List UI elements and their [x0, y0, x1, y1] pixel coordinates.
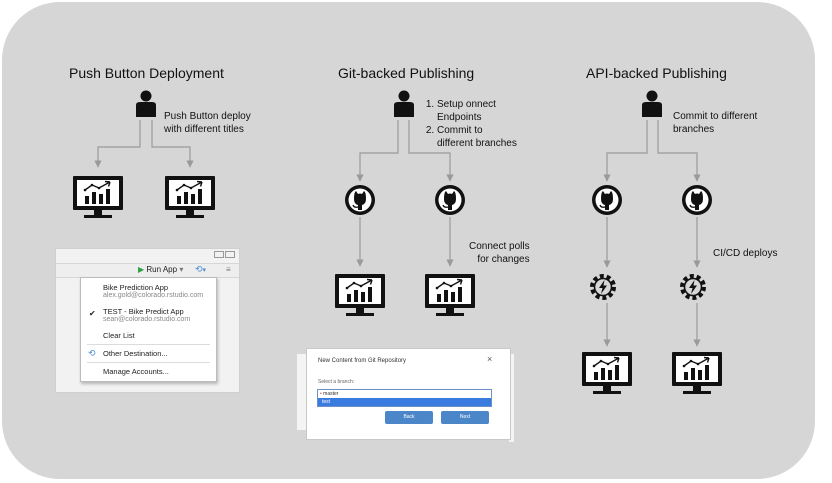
connector: [603, 120, 648, 182]
git-steps-list: Setup onnect Endpoints Commit to differe…: [421, 98, 517, 150]
api-note-line: branches: [673, 124, 715, 135]
menu-item-other-destination[interactable]: Other Destination...: [103, 349, 168, 358]
menu-item-clear-list[interactable]: Clear List: [103, 331, 135, 340]
branch-select-label: Select a branch:: [318, 379, 355, 385]
menu-separator: [87, 344, 210, 345]
chevron-down-icon: ▾: [179, 265, 184, 274]
editor-toolbar: ▶ Run App ▾ ⟲▾ ≡: [56, 263, 239, 278]
gear-lightning-icon: [680, 274, 706, 300]
list-icon[interactable]: ≡: [226, 265, 231, 274]
window-buttons: [213, 251, 235, 259]
git-steps: Setup onnect Endpoints Commit to differe…: [421, 98, 517, 150]
api-note-line: Commit to different: [673, 111, 758, 122]
column-title-push: Push Button Deployment: [69, 65, 224, 81]
push-note-line: Push Button deploy: [164, 111, 251, 122]
cicd-note: CI/CD deploys: [713, 248, 778, 259]
git-step: Setup onnect Endpoints: [437, 98, 517, 124]
user-icon: [642, 90, 662, 117]
dashboard-monitor-icon: [72, 175, 124, 219]
menu-item-manage-accounts[interactable]: Manage Accounts...: [103, 367, 169, 376]
menu-separator: [87, 362, 210, 363]
github-icon: [681, 184, 713, 216]
push-note-line: with different titles: [164, 124, 244, 135]
menu-item-subtitle: sean@colorado.rstudio.com: [103, 316, 191, 323]
push-note: Push Button deploy with different titles: [164, 110, 251, 136]
check-icon: ✔: [89, 309, 96, 318]
git-step: Commit to different branches: [437, 124, 517, 150]
git-poll-line: Connect polls: [469, 241, 530, 252]
connector: [356, 120, 399, 182]
dashboard-monitor-icon: [424, 273, 476, 317]
menu-item-test-bike-predict[interactable]: TEST - Bike Predict App sean@colorado.rs…: [103, 307, 190, 323]
run-app-button[interactable]: ▶ Run App ▾: [138, 265, 183, 274]
connectors-push: [94, 120, 194, 168]
dashboard-monitor-icon: [671, 351, 723, 395]
dialog-backdrop-right: [509, 354, 514, 442]
git-repository-dialog: New Content from Git Repository × Select…: [306, 348, 511, 440]
branch-option-label: master: [323, 391, 339, 397]
column-title-git: Git-backed Publishing: [338, 65, 475, 81]
branch-option-label: test: [322, 399, 331, 405]
github-icon: [344, 184, 376, 216]
connector: [94, 120, 141, 168]
git-poll-line: for changes: [477, 254, 530, 265]
connector: [657, 120, 701, 182]
git-step-line: different branches: [437, 138, 517, 149]
branch-option[interactable]: • master: [320, 391, 338, 397]
maximize-icon[interactable]: [225, 251, 235, 258]
menu-item-subtitle: alex.gold@colorado.rstudio.com: [103, 292, 204, 299]
branch-select[interactable]: • master test: [317, 389, 492, 407]
github-icon: [434, 184, 466, 216]
github-icon: [591, 184, 623, 216]
publish-icon: ⟲: [195, 264, 203, 274]
git-step-line: Commit to: [437, 125, 483, 136]
publish-dropdown: Bike Prediction App alex.gold@colorado.r…: [80, 277, 217, 382]
dashboard-monitor-icon: [334, 273, 386, 317]
git-step-line: Setup onnect: [437, 99, 496, 110]
git-poll-note: Connect polls for changes: [469, 240, 530, 266]
user-icon: [136, 90, 156, 117]
column-title-api: API-backed Publishing: [586, 65, 727, 81]
run-app-label: Run App: [146, 265, 178, 274]
next-button[interactable]: Next: [441, 411, 489, 424]
menu-item-title: Bike Prediction App: [103, 283, 169, 292]
dialog-title: New Content from Git Repository: [318, 358, 407, 364]
publish-button[interactable]: ⟲▾: [195, 264, 206, 275]
api-note: Commit to different branches: [673, 110, 757, 136]
gear-lightning-icon: [590, 274, 616, 300]
menu-item-bike-prediction[interactable]: Bike Prediction App alex.gold@colorado.r…: [103, 283, 203, 299]
connectors-api: [603, 120, 701, 347]
play-icon: ▶: [138, 265, 145, 274]
back-button[interactable]: Back: [385, 411, 433, 424]
user-icon: [394, 90, 414, 117]
minimize-icon[interactable]: [214, 251, 224, 258]
menu-item-title: TEST - Bike Predict App: [103, 307, 184, 316]
dashboard-monitor-icon: [581, 351, 633, 395]
connector: [408, 120, 454, 182]
publish-menu-screenshot: ▶ Run App ▾ ⟲▾ ≡ Bike Prediction App ale…: [55, 248, 240, 393]
connectors-git: [356, 120, 454, 267]
publish-icon: ⟲: [88, 348, 96, 358]
dashboard-monitor-icon: [164, 175, 216, 219]
chevron-down-icon: ▾: [202, 267, 207, 274]
git-step-line: Endpoints: [437, 112, 482, 123]
dot-icon: •: [320, 391, 322, 397]
dialog-backdrop-left: [297, 354, 306, 430]
branch-option-selected[interactable]: test: [318, 398, 491, 406]
close-icon[interactable]: ×: [487, 354, 493, 364]
connector: [151, 120, 194, 168]
